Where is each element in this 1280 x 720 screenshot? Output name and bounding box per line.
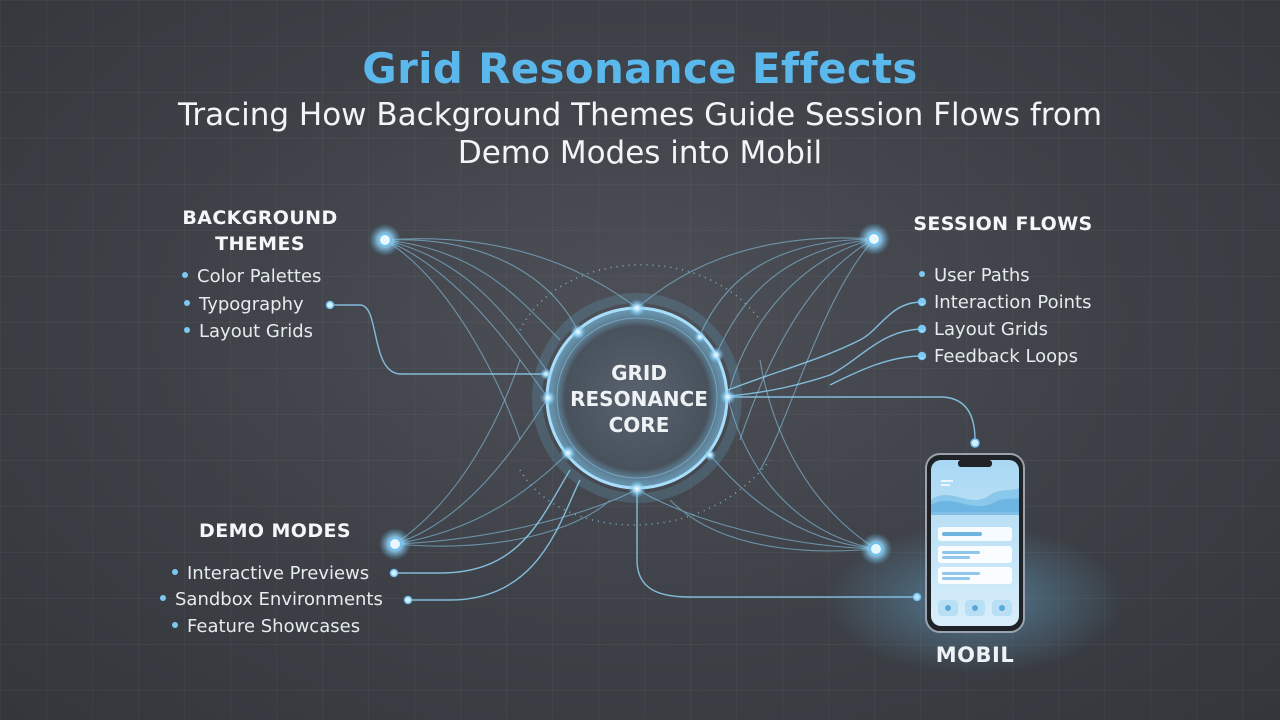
list-item-sandbox-environments: Sandbox Environments — [160, 589, 383, 610]
mobile-phone-icon — [825, 453, 1125, 675]
list-item-interactive-previews: Interactive Previews — [172, 563, 369, 584]
core-label-line: RESONANCE — [570, 387, 708, 411]
list-item-layout-grids: Layout Grids — [184, 321, 313, 342]
curve-bundle-top-left — [384, 238, 638, 441]
terminal-node-bottom-left — [379, 528, 411, 560]
connector-interactive-previews — [394, 469, 571, 574]
core-nodes — [540, 299, 736, 498]
background-themes-heading: BACKGROUND THEMES — [160, 205, 360, 257]
curve-bundle-bottom-left — [394, 359, 638, 547]
page-subtitle: Tracing How Background Themes Guide Sess… — [177, 97, 1103, 171]
session-flows-heading: SESSION FLOWS — [913, 213, 1093, 235]
list-item-color-palettes: Color Palettes — [182, 266, 321, 287]
terminal-node-top-left — [369, 224, 401, 256]
terminal-node-top-right — [858, 223, 890, 255]
core-label: GRID RESONANCE CORE — [547, 360, 731, 438]
dotted-arc-bottom — [519, 459, 771, 526]
connector-feedback-loops — [829, 355, 923, 386]
list-item-feature-showcases: Feature Showcases — [172, 616, 360, 637]
curve-bundle-top-right — [636, 237, 875, 471]
heading-line: BACKGROUND — [182, 207, 338, 229]
list-item-layout-grids-2: Layout Grids — [919, 319, 1048, 340]
connector-core-to-mobile — [728, 396, 976, 441]
core-inner-ring — [556, 317, 718, 479]
list-item-interaction-points: Interaction Points — [919, 292, 1091, 313]
connector-core-bottom-to-mobile — [636, 489, 917, 598]
heading-line: THEMES — [215, 233, 305, 255]
curve-bundle-bottom-right — [636, 359, 877, 552]
connector-typography — [330, 304, 546, 375]
connector-interaction-points — [727, 301, 923, 391]
list-item-feedback-loops: Feedback Loops — [919, 346, 1078, 367]
connector-sandbox — [408, 479, 581, 601]
list-item-user-paths: User Paths — [919, 265, 1030, 286]
connector-layout-grids — [729, 328, 923, 397]
core-label-line: CORE — [608, 413, 670, 437]
mobile-label: MOBIL — [935, 643, 1015, 667]
core-label-line: GRID — [611, 361, 667, 385]
demo-modes-heading: DEMO MODES — [199, 520, 351, 542]
list-item-typography: Typography — [184, 294, 304, 315]
page-title: Grid Resonance Effects — [362, 44, 918, 93]
